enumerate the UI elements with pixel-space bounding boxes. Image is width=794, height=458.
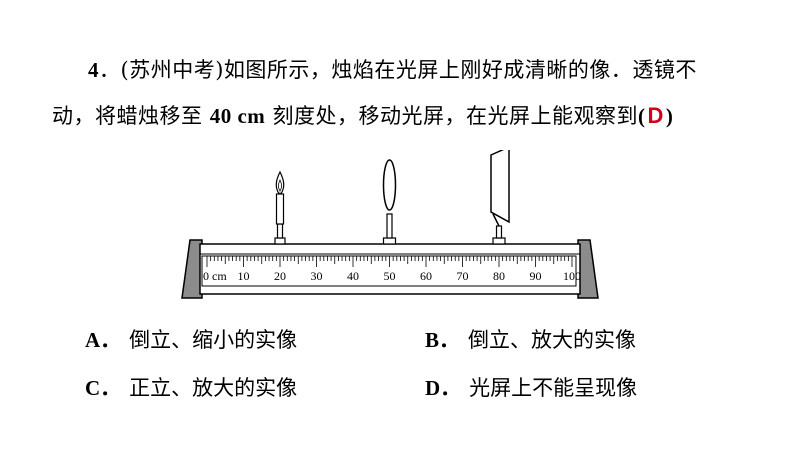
answer-mark: D bbox=[647, 103, 664, 128]
question-line-1: 4．(苏州中考)如图所示，烛焰在光屏上刚好成清晰的像．透镜不 bbox=[88, 54, 697, 84]
option-b-letter: B． bbox=[425, 328, 461, 352]
paren-open: ( bbox=[637, 104, 646, 128]
option-a-text: 倒立、缩小的实像 bbox=[129, 328, 298, 352]
right-support bbox=[577, 239, 599, 299]
question-text-2-bold: 40 cm bbox=[209, 104, 266, 128]
left-support bbox=[181, 239, 203, 299]
lens-base bbox=[382, 237, 397, 245]
candle-body bbox=[275, 193, 285, 225]
option-c-text: 正立、放大的实像 bbox=[129, 376, 298, 400]
paren-close: ) bbox=[665, 104, 674, 128]
candle-base bbox=[274, 237, 286, 245]
tick-label: 40 bbox=[347, 269, 359, 283]
tick-label: 30 bbox=[311, 269, 323, 283]
screen-panel bbox=[490, 150, 510, 224]
question-text-1: 如图所示，烛焰在光屏上刚好成清晰的像．透镜不 bbox=[223, 58, 697, 82]
question-source: (苏州中考) bbox=[120, 58, 224, 82]
optical-bench-diagram: 0 cm 10 20 30 40 50 60 70 80 90 100 bbox=[181, 150, 599, 299]
convex-lens bbox=[382, 159, 397, 245]
option-b[interactable]: B． 倒立、放大的实像 bbox=[425, 324, 636, 354]
lens-body bbox=[382, 159, 397, 211]
question-number-separator: ． bbox=[99, 58, 121, 82]
option-d-text: 光屏上不能呈现像 bbox=[469, 376, 638, 400]
question-number: 4 bbox=[88, 58, 99, 82]
option-b-text: 倒立、放大的实像 bbox=[468, 328, 637, 352]
scale-ticks bbox=[206, 256, 573, 267]
question-text-2a: 动，将蜡烛移至 bbox=[52, 104, 210, 128]
screen-holder-post bbox=[495, 225, 503, 239]
option-d-letter: D． bbox=[425, 376, 462, 400]
unit-label: 0 cm bbox=[203, 269, 227, 283]
tick-label: 90 bbox=[530, 269, 542, 283]
option-a[interactable]: A． 倒立、缩小的实像 bbox=[85, 324, 297, 354]
tick-label: 10 bbox=[238, 269, 250, 283]
lens-holder-post bbox=[386, 213, 393, 239]
option-a-letter: A． bbox=[85, 328, 122, 352]
tick-label: 100 bbox=[563, 269, 581, 283]
question-line-2: 动，将蜡烛移至 40 cm 刻度处，移动光屏，在光屏上能观察到(D) bbox=[52, 100, 673, 130]
tick-label: 70 bbox=[457, 269, 469, 283]
option-c[interactable]: C． 正立、放大的实像 bbox=[85, 372, 297, 402]
question-text-2b: 刻度处，移动光屏，在光屏上能观察到 bbox=[265, 104, 638, 128]
light-screen bbox=[490, 150, 510, 245]
tick-label: 80 bbox=[493, 269, 505, 283]
tick-label: 60 bbox=[420, 269, 432, 283]
candle-holder-post bbox=[276, 223, 284, 239]
scale-tick-labels: 0 cm 10 20 30 40 50 60 70 80 90 100 bbox=[203, 269, 581, 283]
tick-label: 50 bbox=[384, 269, 396, 283]
screen-base bbox=[492, 237, 506, 245]
tick-label: 20 bbox=[274, 269, 286, 283]
option-d[interactable]: D． 光屏上不能呈现像 bbox=[425, 372, 637, 402]
option-c-letter: C． bbox=[85, 376, 122, 400]
candle bbox=[274, 170, 286, 245]
